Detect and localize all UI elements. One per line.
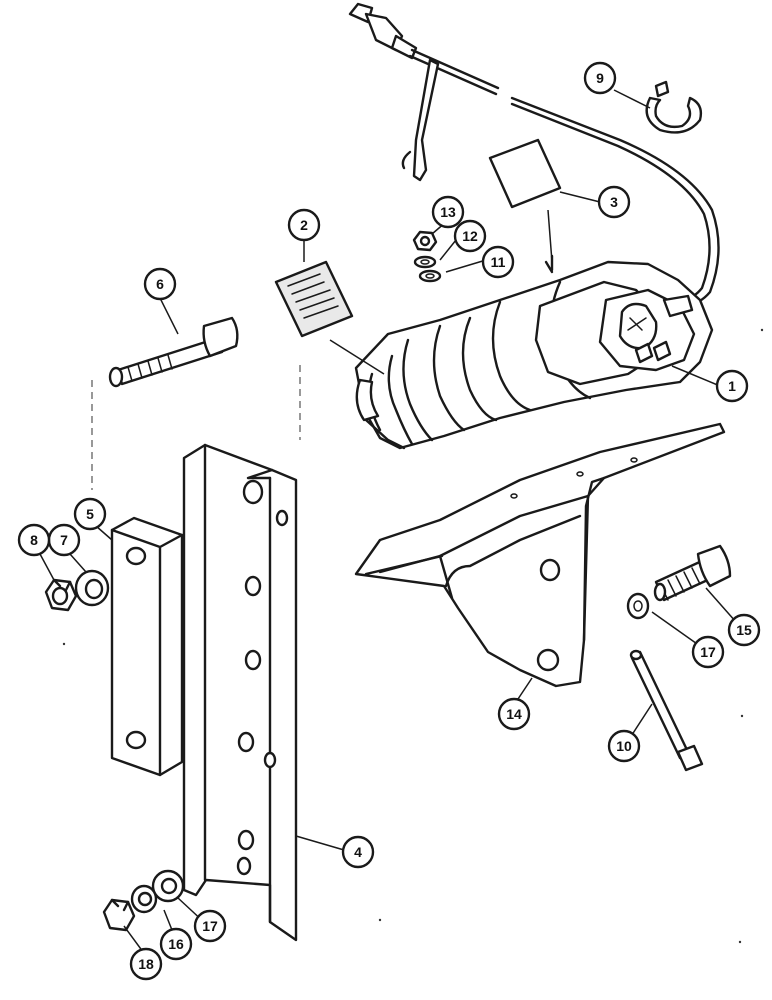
bolt-part-10 [629,649,704,772]
callout-8: 8 [17,523,51,557]
callout-17-upper: 17 [691,635,725,669]
callout-1: 1 [715,369,749,403]
washer-part-12 [413,255,437,269]
callout-12: 12 [453,219,487,253]
speck-mark [740,714,744,718]
washer-part-17-lower [151,869,185,903]
speck-mark [378,918,382,922]
callout-label: 5 [86,506,94,522]
callout-label: 8 [30,532,38,548]
lock-washer-part-16 [130,884,158,914]
nut-part-18 [102,898,136,932]
callout-label: 1 [728,378,736,394]
cable-assembly [348,2,720,306]
callout-15: 15 [727,613,761,647]
callout-label: 9 [596,70,604,86]
callout-label: 16 [168,936,184,952]
spacer-block-part-5 [110,516,184,777]
callout-label: 18 [138,956,154,972]
washer-part-7 [74,569,110,607]
callout-4: 4 [341,835,375,869]
mounting-plate-part-14 [354,422,726,688]
callout-3: 3 [597,185,631,219]
callout-label: 4 [354,844,362,860]
callout-label: 2 [300,217,308,233]
angle-bracket-part-4 [182,443,298,942]
callout-18: 18 [129,947,163,981]
callout-11: 11 [481,245,515,279]
callout-5: 5 [73,497,107,531]
callout-label: 6 [156,276,164,292]
switch-unit-part-1 [354,254,714,450]
speck-mark [62,642,66,646]
callout-14: 14 [497,697,531,731]
speck-mark [760,328,764,332]
bolt-part-6 [108,316,239,388]
callout-label: 7 [60,532,68,548]
callout-6: 6 [143,267,177,301]
callout-2: 2 [287,208,321,242]
callout-label: 14 [506,706,522,722]
callout-10: 10 [607,729,641,763]
clamp-ring-part-9 [645,80,703,134]
callout-label: 15 [736,622,752,638]
speck-mark [738,940,742,944]
callout-label: 13 [440,204,456,220]
bolt-part-15 [653,544,732,602]
callout-13: 13 [431,195,465,229]
washer-part-11 [418,269,442,283]
decal-2-placement-line [329,339,385,375]
decal-part-3 [488,138,562,209]
callout-label: 17 [700,644,716,660]
nut-part-13 [412,230,438,252]
callout-label: 12 [462,228,478,244]
callout-16: 16 [159,927,193,961]
callout-17-lower: 17 [193,909,227,943]
decal-3-placement-line [547,209,553,263]
callout-label: 17 [202,918,218,934]
callout-label: 10 [616,738,632,754]
callout-label: 3 [610,194,618,210]
callout-9: 9 [583,61,617,95]
nut-part-8 [44,578,78,612]
callout-7: 7 [47,523,81,557]
callout-label: 11 [491,254,506,270]
decal-part-2 [274,260,354,338]
washer-part-17-upper [626,592,650,620]
